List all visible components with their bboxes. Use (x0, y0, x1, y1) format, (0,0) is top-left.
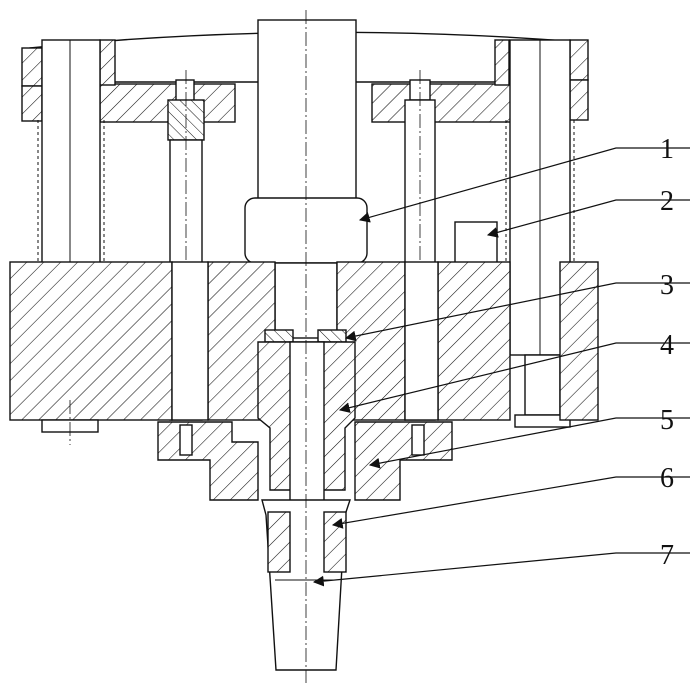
bottom-bolts (41, 400, 425, 456)
callout-leader-6 (331, 476, 690, 529)
callouts: 1 2 3 4 5 6 7 (312, 134, 690, 587)
lower-die-plate (9, 261, 599, 421)
callout-number-4: 4 (660, 330, 674, 361)
callout-leader-3 (344, 282, 690, 342)
callout-leader-5 (368, 417, 690, 469)
callout-number-2: 2 (660, 186, 674, 217)
callout-number-5: 5 (660, 405, 674, 436)
callout-leader-2 (486, 199, 690, 238)
callout-leader-7 (312, 552, 690, 587)
callout-number-1: 1 (660, 134, 674, 165)
callout-number-6: 6 (660, 463, 674, 494)
side-block (454, 221, 498, 268)
callout-leader-4 (338, 342, 690, 413)
callout-number-7: 7 (660, 540, 674, 571)
callout-number-3: 3 (660, 270, 674, 301)
central-punch (244, 19, 368, 339)
die-insert (257, 341, 356, 578)
callout-leader-1 (358, 147, 690, 223)
